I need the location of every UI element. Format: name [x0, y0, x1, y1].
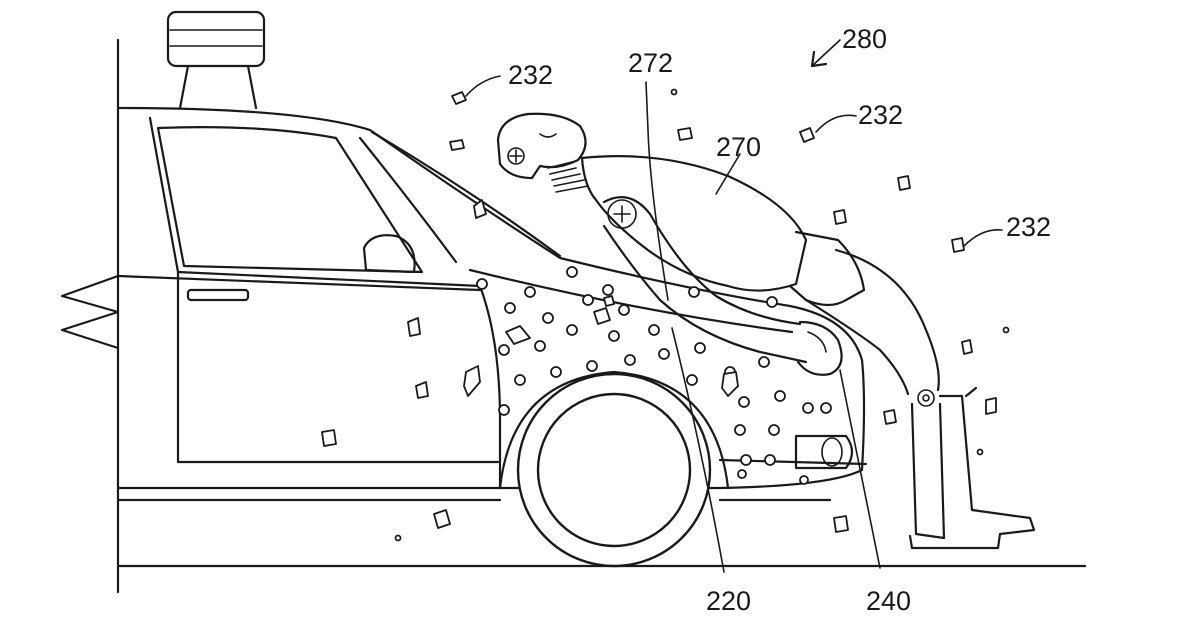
- label-232-c: 232: [1006, 212, 1051, 242]
- label-240: 240: [866, 586, 911, 616]
- front-wheel: [500, 372, 728, 566]
- label-220: 220: [706, 586, 751, 616]
- leader-272: [646, 82, 668, 300]
- label-272: 272: [628, 48, 673, 78]
- leader-232-b: [816, 115, 856, 132]
- label-232-a: 232: [508, 60, 553, 90]
- leader-280: [812, 40, 840, 66]
- label-280: 280: [842, 24, 887, 54]
- leader-232-a: [466, 76, 500, 96]
- label-270: 270: [716, 132, 761, 162]
- leader-232-c: [964, 230, 1002, 246]
- roof-sensor: [168, 12, 264, 108]
- label-232-b: 232: [858, 100, 903, 130]
- vehicle-body: [62, 108, 866, 500]
